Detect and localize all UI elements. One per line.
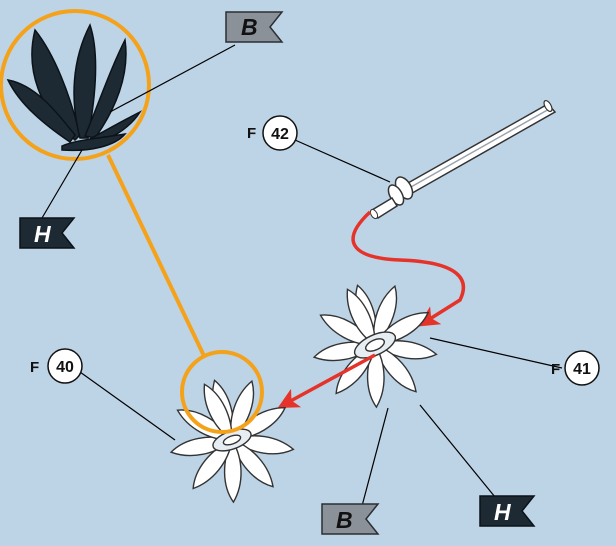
part-label-f41: F 41 [551, 350, 600, 386]
insert-arrow-fan [277, 353, 376, 409]
part-f42-number: 42 [271, 126, 289, 143]
fan-part-f40 [168, 377, 296, 504]
part-f42-prefix: F [247, 125, 256, 142]
flag-top-b-label: B [241, 14, 258, 40]
flag-top-b: B [225, 11, 284, 43]
magnify-circle-small [180, 350, 264, 434]
shaft-part [369, 99, 557, 220]
leader-bottom-h [419, 404, 496, 498]
part-f40-prefix: F [30, 359, 39, 376]
part-label-f40: F 40 [30, 348, 83, 384]
leader-bottom-b [361, 407, 389, 507]
flag-bottom-h: H [479, 495, 536, 527]
part-label-f42: F 42 [247, 115, 298, 151]
flag-bottom-h-label: H [494, 499, 511, 525]
flag-top-h: H [19, 217, 76, 249]
magnify-connector-line [106, 154, 207, 359]
leader-f40 [79, 371, 176, 441]
part-f41-number: 41 [573, 361, 591, 378]
leader-f42 [294, 139, 391, 183]
magnified-detail [0, 9, 151, 161]
part-f41-prefix: F [551, 361, 560, 378]
insert-arrow-shaft [351, 210, 466, 327]
leader-top-h [41, 149, 83, 219]
magnified-blade-cluster [6, 23, 143, 152]
part-f40-number: 40 [56, 359, 74, 376]
fan-part-f41 [311, 282, 439, 409]
leader-f41 [429, 337, 563, 369]
flag-top-h-label: H [34, 221, 51, 247]
flag-bottom-b: B [321, 503, 380, 535]
leader-top-b [109, 44, 236, 113]
flag-bottom-b-label: B [336, 507, 353, 533]
